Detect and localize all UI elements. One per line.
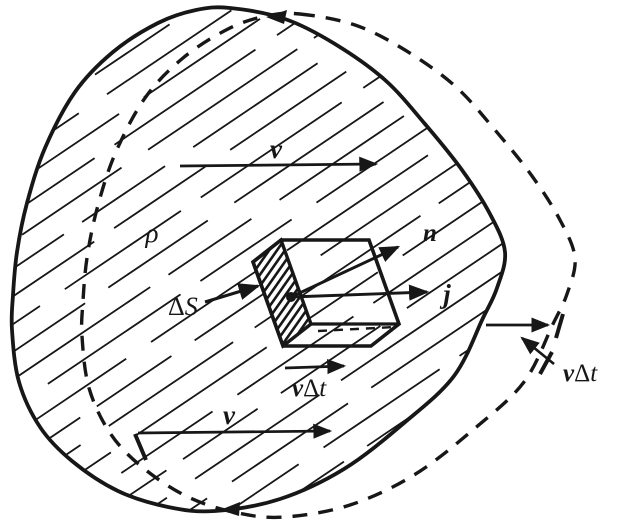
vdt-label-cube: vΔt bbox=[292, 375, 327, 402]
displaced-boundary-dashed bbox=[79, 11, 577, 520]
top-junction-arrowhead-icon bbox=[266, 10, 287, 24]
hatch-line bbox=[11, 7, 506, 503]
density-label: ρ bbox=[145, 218, 159, 248]
dashed-boundary-tick-bottom bbox=[133, 433, 148, 461]
bottom-junction-arrowhead-icon bbox=[220, 502, 240, 516]
volume-boundary bbox=[9, 5, 508, 514]
hatch-line bbox=[11, 31, 506, 512]
current-density-label: j bbox=[439, 279, 451, 309]
vdt-label-boundary: vΔt bbox=[563, 360, 598, 387]
box-hidden-edge-dashed bbox=[317, 325, 396, 333]
dashed-boundary-tick-label bbox=[538, 351, 554, 375]
velocity-arrow-top bbox=[179, 156, 379, 172]
face-hatch-line bbox=[253, 240, 311, 346]
hatch-line bbox=[11, 146, 506, 512]
face-hatch-line bbox=[253, 240, 311, 346]
current-density-arrow bbox=[290, 284, 430, 301]
velocity-label-top: v bbox=[270, 134, 283, 164]
hatch-line bbox=[11, 127, 506, 512]
velocity-arrow-bottom bbox=[137, 423, 333, 439]
dashed-boundary-tick-right bbox=[554, 313, 565, 339]
face-hatch-line bbox=[253, 240, 311, 346]
velocity-label-bottom: v bbox=[223, 400, 236, 430]
hatch-line bbox=[11, 89, 506, 512]
normal-vector-arrow bbox=[290, 245, 401, 299]
hatch-line bbox=[11, 70, 506, 512]
delta-s-pointer-arrow bbox=[204, 283, 261, 304]
hatch-line bbox=[11, 50, 506, 512]
hatch-line bbox=[11, 7, 506, 426]
normal-vector-label: n bbox=[423, 220, 437, 247]
box-silhouette bbox=[250, 238, 402, 348]
surface-element-label: ΔS bbox=[168, 292, 198, 321]
surface-element-face bbox=[253, 240, 311, 346]
hatch-line bbox=[11, 12, 506, 512]
vdt-arrow-cube bbox=[284, 359, 347, 375]
